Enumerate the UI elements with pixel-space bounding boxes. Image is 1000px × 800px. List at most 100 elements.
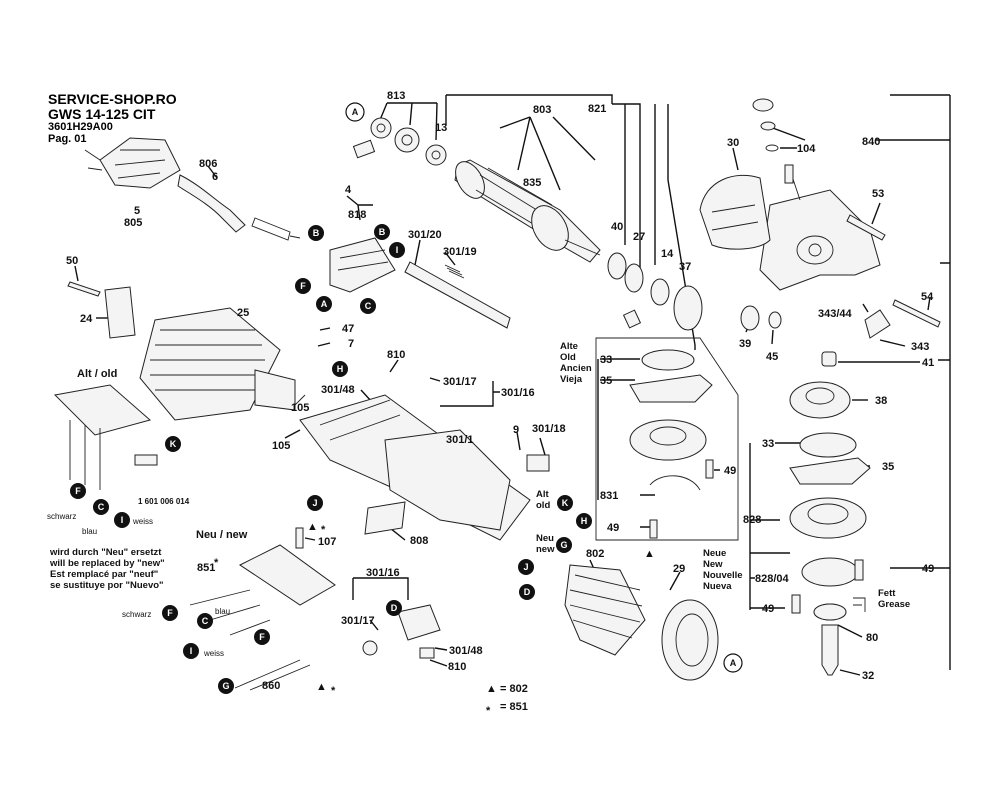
new-small-label: new — [536, 544, 555, 555]
replace-note-en: will be replaced by "new" — [49, 558, 165, 569]
label-29: 29 — [673, 563, 685, 575]
bubble-I-2: I — [121, 515, 124, 525]
label-27: 27 — [633, 231, 645, 243]
wire-blau-old: blau — [82, 527, 97, 536]
label-80: 80 — [866, 632, 878, 644]
bubble-B-2: B — [379, 227, 386, 237]
label-301-19: 301/19 — [443, 246, 477, 258]
legend-star-value: = 851 — [500, 701, 528, 713]
bearing-set-813 — [352, 117, 447, 166]
bubble-K-1: K — [170, 439, 177, 449]
bubble-C-3: C — [202, 616, 209, 626]
nueva-label: Nueva — [703, 581, 732, 592]
label-301-17-b: 301/17 — [341, 615, 375, 627]
label-343: 343 — [911, 341, 929, 353]
label-828: 828 — [743, 514, 761, 526]
label-810-b: 810 — [448, 661, 466, 673]
triangle-symbol-860: ▲ — [316, 681, 327, 693]
bubble-J-1: J — [312, 498, 317, 508]
bubble-A-1: A — [321, 299, 328, 309]
label-301-18: 301/18 — [532, 423, 566, 435]
label-803: 803 — [533, 104, 551, 116]
article-number: 3601H29A00 — [48, 121, 113, 134]
replace-note-de: wird durch "Neu" ersetzt — [49, 547, 162, 558]
label-105-b: 105 — [272, 440, 290, 452]
bubble-F-4: F — [259, 632, 265, 642]
motor-housing — [139, 307, 296, 421]
grease-label: Grease — [878, 599, 910, 610]
switch-assembly — [329, 237, 396, 293]
bubble-A-top: A — [352, 107, 359, 117]
label-301-16-b: 301/16 — [366, 567, 400, 579]
label-810-a: 810 — [387, 349, 405, 361]
label-107: 107 — [318, 536, 336, 548]
label-40: 40 — [611, 221, 623, 233]
bubble-J-2: J — [523, 562, 528, 572]
label-802: 802 — [586, 548, 604, 560]
label-818: 818 — [348, 209, 366, 221]
label-831: 831 — [600, 490, 618, 502]
model-name: GWS 14-125 CIT — [48, 105, 156, 122]
new-label: New — [703, 559, 723, 570]
label-835: 835 — [523, 177, 541, 189]
label-49-d: 49 — [762, 603, 774, 615]
armature — [454, 159, 601, 263]
label-301-48-a: 301/48 — [321, 384, 355, 396]
legend-triangle-value: = 802 — [500, 683, 528, 695]
wire-schwarz-old: schwarz — [47, 512, 76, 521]
label-860: 860 — [262, 680, 280, 692]
label-45: 45 — [766, 351, 778, 363]
bubble-F-2: F — [75, 486, 81, 496]
replace-note-es: se sustituye por "Nuevo" — [50, 580, 164, 591]
label-41: 41 — [922, 357, 934, 369]
label-24: 24 — [80, 313, 93, 325]
label-35-a: 35 — [600, 375, 612, 387]
label-301-17-a: 301/17 — [443, 376, 477, 388]
bubble-K-2: K — [562, 498, 569, 508]
label-805: 805 — [124, 217, 142, 229]
label-813: 813 — [387, 90, 405, 102]
shop-name: SERVICE-SHOP.RO — [48, 91, 177, 107]
triangle-symbol-802: ▲ — [644, 548, 655, 560]
label-301-1: 301/1 — [446, 434, 474, 446]
neu-small-label: Neu — [536, 533, 554, 544]
bubble-F-3: F — [167, 608, 173, 618]
label-821: 821 — [588, 103, 606, 115]
bubble-F-1: F — [300, 281, 306, 291]
label-343-44: 343/44 — [818, 308, 853, 320]
small-stack — [752, 98, 779, 152]
ancien-label: Ancien — [560, 363, 592, 374]
bubble-D-2: D — [391, 603, 398, 613]
label-105-a: 105 — [291, 402, 309, 414]
handle-housing — [299, 394, 531, 541]
vieja-label: Vieja — [560, 374, 583, 385]
notes: Alt / old Neu / new Alt old Neu new Alte… — [47, 341, 910, 717]
header-block: SERVICE-SHOP.RO GWS 14-125 CIT 3601H29A0… — [48, 92, 177, 145]
label-47: 47 — [342, 323, 354, 335]
bearing-flange-right — [789, 432, 871, 676]
wire-blau-new: blau — [215, 607, 230, 616]
old-label: Old — [560, 352, 576, 363]
label-301-20: 301/20 — [408, 229, 442, 241]
label-6: 6 — [212, 171, 218, 183]
label-301-48-b: 301/48 — [449, 645, 483, 657]
neu-new-label: Neu / new — [196, 529, 248, 541]
label-5: 5 — [134, 205, 140, 217]
connector-bubbles: A B B I F A C H K F C I J K H G J D F C … — [70, 102, 743, 694]
label-104: 104 — [797, 143, 816, 155]
triangle-symbol-107: ▲ — [307, 521, 318, 533]
legend-star: * — [486, 705, 491, 717]
label-9: 9 — [513, 424, 519, 436]
legend-triangle: ▲ — [486, 683, 497, 695]
new-module — [189, 544, 336, 636]
power-plug — [84, 137, 181, 189]
label-38: 38 — [875, 395, 887, 407]
bubble-A-bottom: A — [730, 658, 737, 668]
alt-small-label: Alt — [536, 489, 550, 500]
lower-switch — [362, 604, 441, 659]
old-module — [53, 384, 158, 490]
nouvelle-label: Nouvelle — [703, 570, 743, 581]
star-symbol-860: * — [331, 685, 336, 697]
label-25: 25 — [237, 307, 249, 319]
